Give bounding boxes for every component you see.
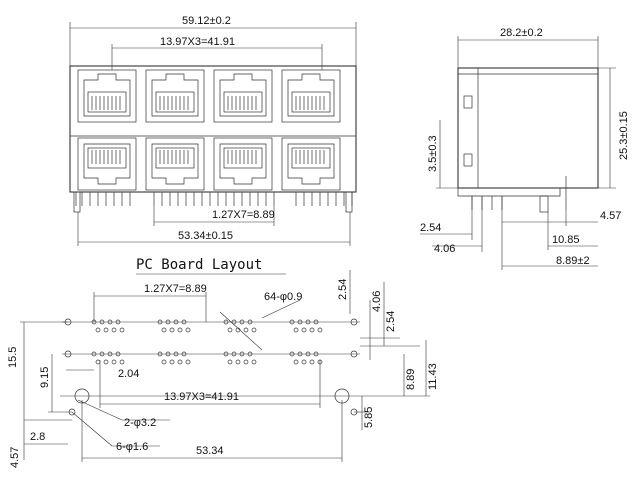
pcb-dim-2-54: 2.54 [337, 279, 349, 300]
side-height: 25.3±0.15 [618, 111, 630, 160]
pcb-dim-11-43: 11.43 [427, 363, 439, 390]
pcb-dim-2-8: 2.8 [30, 431, 45, 443]
side-depth: 28.2±0.2 [500, 27, 543, 39]
pcb-dim-15-5: 15.5 [7, 347, 19, 368]
pcb-port-pitch: 13.97X3=41.91 [164, 391, 239, 403]
side-dim-4-06: 4.06 [434, 243, 455, 255]
pcb-hole-count: 64-φ0.9 [264, 291, 302, 303]
pcb-dim-5-85: 5.85 [363, 407, 375, 428]
front-overall-width: 59.12±0.2 [182, 15, 231, 27]
pcb-pin-pitch: 1.27X7=8.89 [144, 283, 207, 295]
pcb-small-holes: 6-φ1.6 [116, 441, 148, 453]
pcb-span: 53.34 [196, 445, 224, 457]
pcb-title: PC Board Layout [136, 257, 262, 273]
side-dim-10-85: 10.85 [552, 234, 580, 246]
pcb-dim-4-57: 4.57 [9, 447, 21, 468]
side-standoff: 3.5±0.3 [427, 135, 439, 172]
front-port-pitch: 13.97X3=41.91 [160, 36, 235, 48]
side-dim-8-89: 8.89±2 [556, 255, 590, 267]
pcb-dim-4-06: 4.06 [371, 291, 383, 312]
front-pin-pitch: 1.27X7=8.89 [212, 209, 275, 221]
pcb-layout [20, 270, 430, 462]
pcb-dim-2-54-b: 2.54 [385, 311, 397, 332]
front-view [69, 22, 357, 246]
front-peg-span: 53.34±0.15 [178, 230, 233, 242]
pcb-dim-9-15: 9.15 [39, 367, 51, 388]
side-dim-2-54: 2.54 [420, 222, 441, 234]
pcb-dim-2-04: 2.04 [118, 368, 139, 380]
pcb-dim-8-89: 8.89 [405, 369, 417, 390]
pcb-mount-holes: 2-φ3.2 [124, 417, 156, 429]
side-view [420, 36, 616, 270]
side-dim-4-57: 4.57 [600, 210, 621, 222]
